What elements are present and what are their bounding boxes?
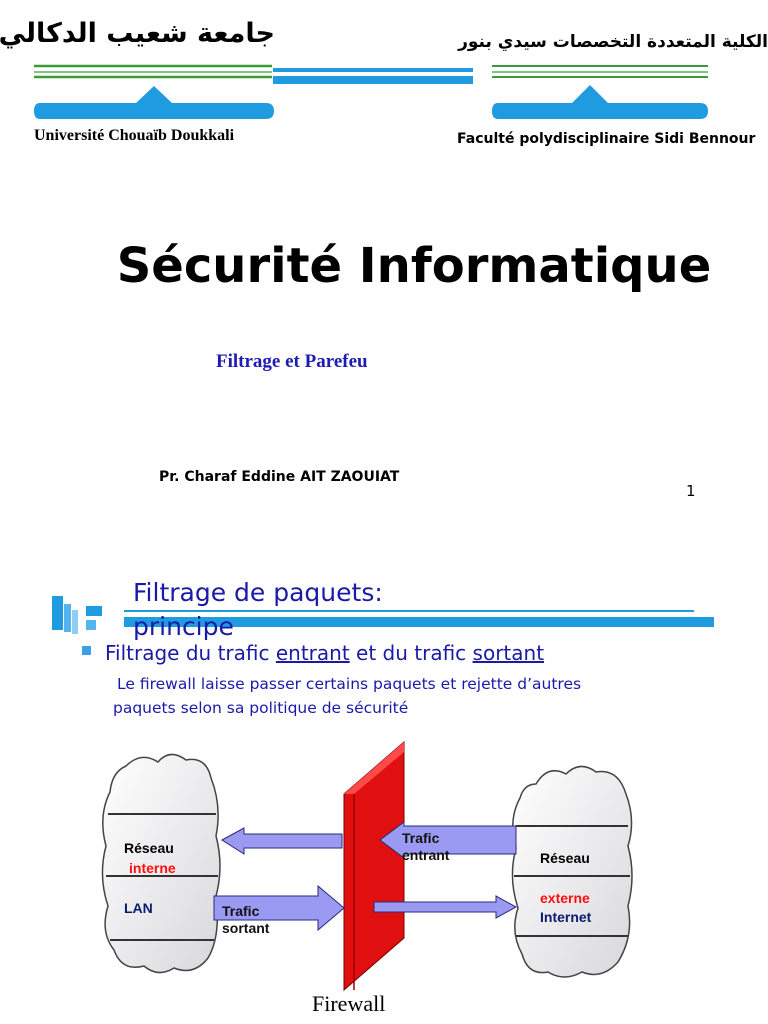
- bullet1-entrant: entrant: [275, 641, 350, 665]
- slide-title: Sécurité Informatique: [116, 238, 712, 294]
- bullet1-prefix: Filtrage du trafic: [105, 641, 276, 665]
- left-cloud-label-reseau: Réseau: [124, 840, 174, 856]
- university-arabic-name: جامعة شعيب الدكالي: [0, 18, 275, 49]
- firewall-caption: Firewall: [312, 991, 386, 1016]
- arrow-outgoing-right: [373, 895, 518, 919]
- faculty-french-name: Faculté polydisciplinaire Sidi Bennour: [457, 131, 756, 147]
- faculty-logo: [492, 65, 708, 119]
- external-network-cloud: [511, 765, 633, 978]
- university-logo: [34, 64, 274, 119]
- bullet-square-icon: [82, 646, 91, 655]
- label-entrant-line1: Trafic: [402, 830, 440, 846]
- label-trafic-entrant: Trafic entrant: [402, 830, 449, 864]
- university-french-name: Université Chouaïb Doukkali: [34, 127, 235, 144]
- label-sortant-line2: sortant: [222, 920, 270, 936]
- bullet1-middle: et du trafic: [349, 641, 473, 665]
- label-trafic-sortant: Trafic sortant: [222, 903, 269, 937]
- slide2-title-decoration: [52, 596, 714, 634]
- label-entrant-line2: entrant: [402, 847, 450, 863]
- arrow-incoming-left: [221, 827, 343, 855]
- bullet-traffic-filtering: Filtrage du trafic entrant et du trafic …: [105, 641, 544, 665]
- page-number: 1: [686, 482, 696, 500]
- firewall-wall: [343, 740, 405, 992]
- header-separator: [273, 68, 473, 84]
- label-sortant-line1: Trafic: [222, 903, 260, 919]
- slide-subtitle: Filtrage et Parefeu: [216, 351, 368, 372]
- slide2-title: Filtrage de paquets: principe: [133, 578, 383, 641]
- internal-network-cloud: [101, 753, 221, 974]
- bullet-firewall-policy: Le firewall laisse passer certains paque…: [113, 673, 633, 719]
- right-cloud-label-internet: Internet: [540, 909, 592, 925]
- right-cloud-label-externe: externe: [540, 890, 590, 906]
- right-cloud-label-reseau: Réseau: [540, 850, 590, 866]
- author-name: Pr. Charaf Eddine AIT ZAOUIAT: [159, 469, 400, 485]
- arrow-trafic-sortant: [213, 884, 345, 932]
- faculty-arabic-name: الكلية المتعددة التخصصات سيدي بنور: [458, 33, 768, 52]
- left-cloud-label-interne: interne: [129, 860, 176, 876]
- arrow-trafic-entrant: [379, 821, 517, 859]
- bullet1-sortant: sortant: [472, 641, 545, 665]
- firewall-diagram: [101, 740, 633, 992]
- bullet2-text: Le firewall laisse passer certains paque…: [113, 675, 582, 717]
- left-cloud-label-lan: LAN: [124, 900, 153, 916]
